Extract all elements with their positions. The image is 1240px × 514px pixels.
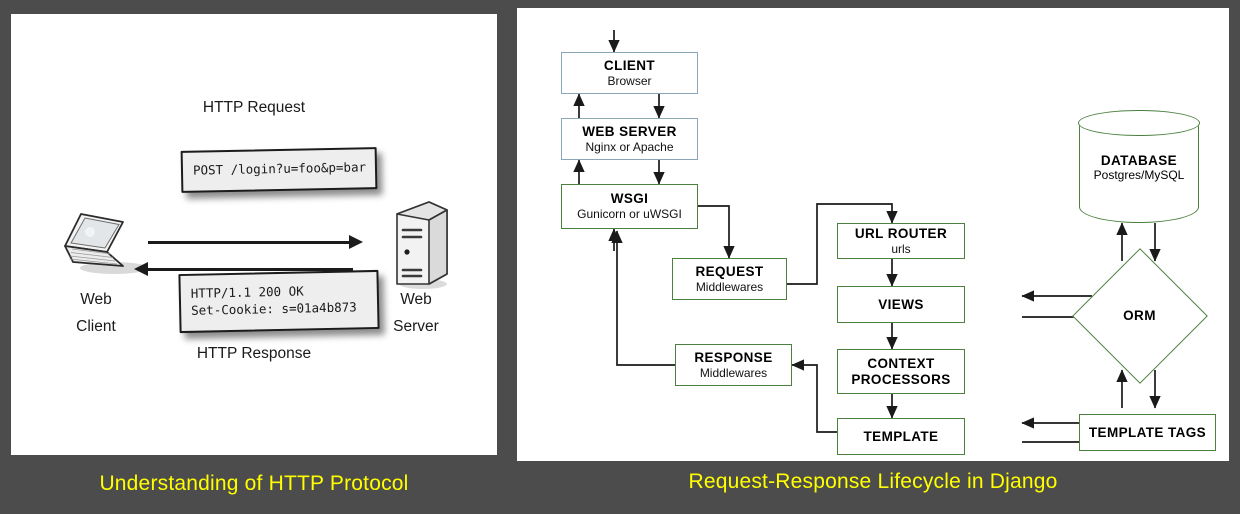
node-views-title: VIEWS	[878, 296, 924, 312]
node-orm[interactable]: ORM	[1071, 247, 1208, 384]
node-template-title: TEMPLATE	[863, 428, 939, 444]
django-lifecycle-panel: CLIENT Browser WEB SERVER Nginx or Apach…	[517, 8, 1229, 461]
node-views[interactable]: VIEWS	[837, 286, 965, 323]
tower-server-icon	[396, 201, 448, 289]
node-template-tags[interactable]: TEMPLATE TAGS	[1079, 414, 1216, 451]
response-arrow-head	[134, 262, 148, 276]
node-wsgi-subtitle: Gunicorn or uWSGI	[577, 207, 682, 221]
right-panel-caption: Request-Response Lifecycle in Django	[688, 470, 1058, 493]
web-server-label-line1: Web	[400, 291, 432, 308]
laptop-icon	[64, 213, 148, 274]
node-request-title: REQUEST	[695, 263, 764, 279]
node-response-title: RESPONSE	[694, 349, 773, 365]
node-wsgi-title: WSGI	[610, 191, 649, 206]
node-template-tags-title: TEMPLATE TAGS	[1088, 424, 1207, 440]
node-request-subtitle: Middlewares	[695, 279, 764, 294]
node-response-subtitle: Middlewares	[699, 365, 768, 380]
node-template[interactable]: TEMPLATE	[837, 418, 965, 455]
web-server-label-line2: Server	[393, 318, 439, 335]
database-cylinder-top	[1078, 110, 1200, 137]
request-arrow-line	[148, 241, 353, 244]
node-url-router-title: URL ROUTER	[854, 225, 948, 241]
node-context-processors-line1: CONTEXT	[867, 355, 935, 371]
node-url-router-subtitle: urls	[891, 241, 911, 256]
node-web-server-subtitle: Nginx or Apache	[585, 139, 674, 154]
http-request-label: HTTP Request	[202, 99, 306, 116]
node-orm-title: ORM	[1123, 308, 1156, 323]
node-response[interactable]: RESPONSE Middlewares	[675, 344, 792, 386]
node-client[interactable]: CLIENT Browser	[561, 52, 698, 94]
node-url-router[interactable]: URL ROUTER urls	[837, 223, 965, 259]
node-request[interactable]: REQUEST Middlewares	[672, 258, 787, 300]
http-response-note: HTTP/1.1 200 OK Set-Cookie: s=01a4b873	[178, 269, 380, 334]
node-database-title: DATABASE	[1100, 152, 1178, 168]
node-web-server[interactable]: WEB SERVER Nginx or Apache	[561, 118, 698, 160]
http-response-label: HTTP Response	[196, 345, 312, 362]
node-web-server-title: WEB SERVER	[582, 123, 677, 139]
node-database-subtitle: Postgres/MySQL	[1093, 167, 1185, 182]
node-database[interactable]: DATABASE Postgres/MySQL	[1078, 110, 1200, 223]
node-context-processors[interactable]: CONTEXT PROCESSORS	[837, 349, 965, 394]
node-client-subtitle: Browser	[607, 73, 652, 88]
request-arrow-head	[349, 235, 363, 249]
web-server-label: Web Server	[361, 286, 471, 340]
http-request-note: POST /login?u=foo&p=bar	[180, 147, 378, 193]
node-wsgi[interactable]: WSGI Gunicorn or uWSGI	[561, 184, 698, 229]
node-client-title: CLIENT	[603, 57, 656, 73]
response-arrow-line	[148, 268, 353, 271]
web-client-label-line2: Client	[76, 318, 116, 335]
node-context-processors-line2: PROCESSORS	[851, 371, 951, 387]
web-client-label-line1: Web	[80, 291, 112, 308]
web-client-label: Web Client	[41, 286, 151, 340]
http-protocol-panel: HTTP Request POST /login?u=foo&p=bar HTT…	[11, 14, 497, 455]
left-panel-caption: Understanding of HTTP Protocol	[99, 472, 409, 495]
